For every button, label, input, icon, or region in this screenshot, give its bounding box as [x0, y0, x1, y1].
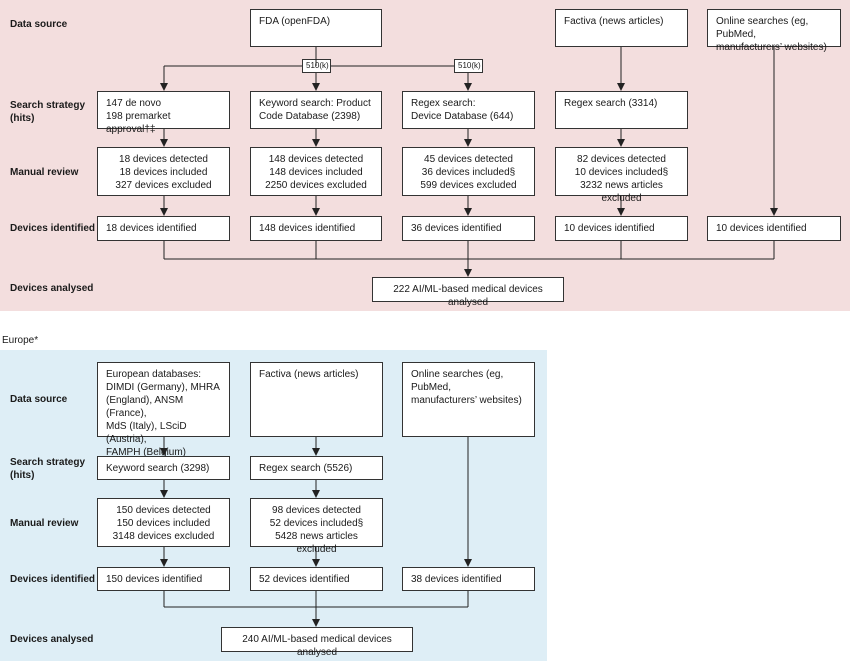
usa-identified-col3: 36 devices identified: [402, 216, 535, 241]
usa-label-search-strategy: Search strategy (hits): [10, 100, 86, 124]
eu-analysed: 240 AI/ML-based medical devices analysed: [221, 627, 413, 658]
eu-identified-col1: 150 devices identified: [97, 567, 230, 591]
usa-review-col3: 45 devices detected 36 devices included§…: [402, 147, 535, 196]
usa-identified-col4: 10 devices identified: [555, 216, 688, 241]
eu-label-devices-analysed: Devices analysed: [10, 634, 94, 645]
eu-search-keyword: Keyword search (3298): [97, 456, 230, 480]
eu-label-data-source: Data source: [10, 394, 68, 405]
eu-identified-col3: 38 devices identified: [402, 567, 535, 591]
eu-source-online: Online searches (eg, PubMed, manufacture…: [402, 362, 535, 437]
usa-analysed: 222 AI/ML-based medical devices analysed: [372, 277, 564, 308]
eu-source-factiva: Factiva (news articles): [250, 362, 383, 437]
usa-identified-col1: 18 devices identified: [97, 216, 230, 241]
eu-label-manual-review: Manual review: [10, 518, 79, 529]
usa-search-keyword: Keyword search: Product Code Database (2…: [250, 91, 382, 129]
usa-label-data-source: Data source: [10, 19, 68, 30]
usa-label-devices-identified: Devices identified: [10, 223, 96, 234]
usa-review-col1: 18 devices detected 18 devices included …: [97, 147, 230, 196]
europe-title: Europe*: [2, 335, 39, 346]
eu-label-search-strategy: Search strategy (hits): [10, 457, 86, 481]
k510-label-right: 510(k): [454, 59, 483, 73]
eu-review-col1: 150 devices detected 150 devices include…: [97, 498, 230, 547]
usa-review-col2: 148 devices detected 148 devices include…: [250, 147, 382, 196]
eu-label-devices-identified: Devices identified: [10, 574, 96, 585]
usa-search-regex-news: Regex search (3314): [555, 91, 688, 129]
usa-source-online: Online searches (eg, PubMed, manufacture…: [707, 9, 841, 53]
eu-review-col2: 98 devices detected 52 devices included§…: [250, 498, 383, 555]
usa-search-regex-db: Regex search: Device Database (644): [402, 91, 535, 129]
eu-search-regex: Regex search (5526): [250, 456, 383, 480]
eu-identified-col2: 52 devices identified: [250, 567, 383, 591]
usa-search-denovo: 147 de novo 198 premarket approval†‡: [97, 91, 230, 135]
usa-source-factiva: Factiva (news articles): [555, 9, 688, 47]
usa-identified-col2: 148 devices identified: [250, 216, 382, 241]
usa-label-devices-analysed: Devices analysed: [10, 283, 94, 294]
usa-source-fda: FDA (openFDA): [250, 9, 382, 47]
usa-label-manual-review: Manual review: [10, 167, 79, 178]
usa-identified-col5: 10 devices identified: [707, 216, 841, 241]
